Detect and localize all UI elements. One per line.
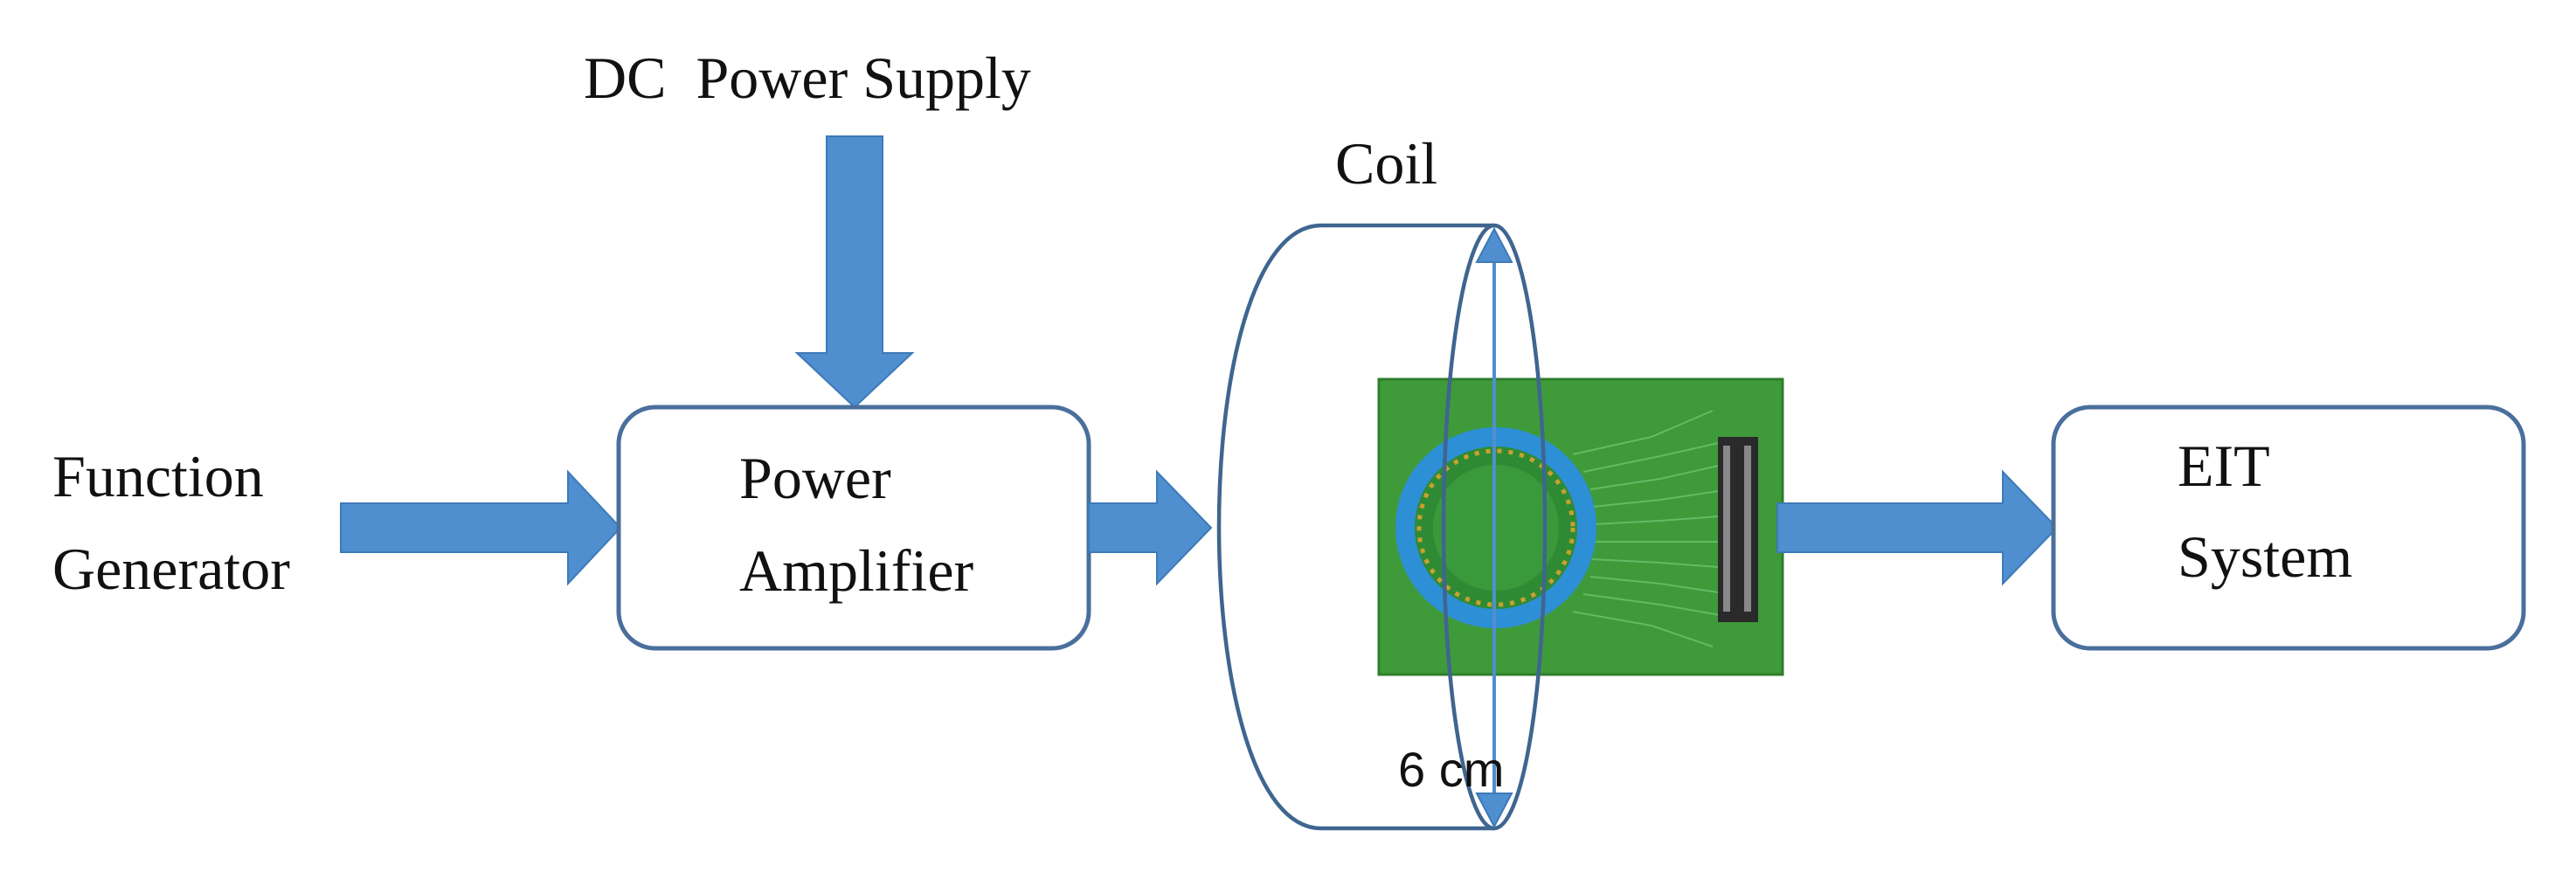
coil-cylinder — [1216, 223, 1494, 831]
dc-power-supply-label: DC Power Supply — [584, 45, 1031, 111]
power-amplifier-label-line2: Amplifier — [739, 537, 974, 604]
function-generator-label-line1: Function — [52, 443, 264, 509]
power-amplifier-label-line1: Power — [739, 445, 891, 511]
coil-diameter-arrow — [1475, 226, 1513, 829]
coil-diameter-label: 6 cm — [1398, 742, 1504, 797]
eit-system-label-line1: EIT — [2178, 433, 2270, 499]
pcb-to-eit-arrow — [1776, 469, 2059, 586]
coil-label: Coil — [1335, 130, 1437, 197]
dc-supply-down-arrow — [794, 135, 915, 409]
amplifier-to-coil-arrow — [1088, 469, 1213, 586]
eit-system-label-line2: System — [2178, 523, 2352, 590]
power-amplifier-box — [616, 405, 1091, 651]
generator-to-amplifier-arrow — [340, 469, 622, 586]
eit-system-box — [2051, 405, 2526, 651]
function-generator-label-line2: Generator — [52, 536, 290, 602]
